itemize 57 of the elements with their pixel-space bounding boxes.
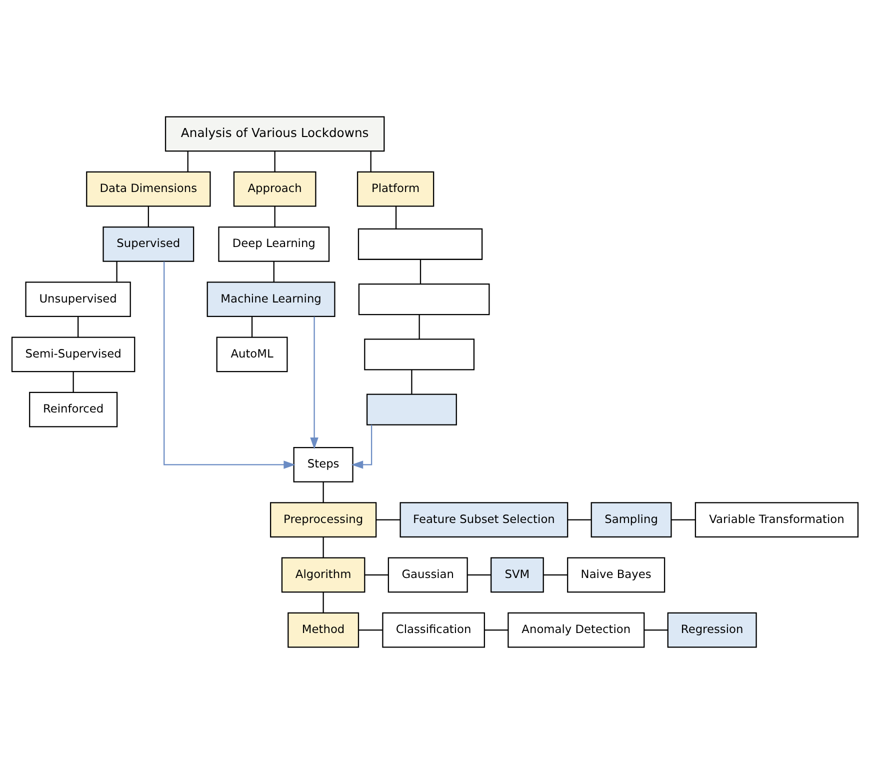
node-box: Feature Subset Selection xyxy=(400,502,568,538)
node-box: Approach xyxy=(233,171,316,207)
node-box: Supervised xyxy=(102,226,194,262)
node-box: AutoML xyxy=(216,336,288,372)
connector xyxy=(72,372,74,392)
connector xyxy=(251,316,253,338)
connector xyxy=(395,206,397,229)
connector xyxy=(274,206,276,227)
node-box xyxy=(366,394,457,426)
node-box: Anomaly Detection xyxy=(508,612,645,648)
node-box: Steps xyxy=(293,447,354,482)
connector xyxy=(273,261,274,282)
connector xyxy=(543,574,568,576)
node-box: Data Dimensions xyxy=(86,171,211,207)
connector xyxy=(358,630,383,631)
connector xyxy=(484,630,508,631)
node-box: Algorithm xyxy=(281,557,366,593)
node-box xyxy=(364,338,475,370)
node-box: Deep Learning xyxy=(218,226,330,262)
connector xyxy=(78,316,79,338)
node-box: Machine Learning xyxy=(206,282,336,317)
node-box: Semi-Supervised xyxy=(11,336,136,372)
connector xyxy=(187,151,188,172)
node-box: Method xyxy=(288,612,360,648)
node-box: SVM xyxy=(490,557,544,593)
connector xyxy=(322,592,324,613)
node-box: Unsupervised xyxy=(25,282,131,317)
connector xyxy=(370,151,372,172)
connector xyxy=(411,370,412,394)
node-box: Reinforced xyxy=(29,392,118,428)
connector xyxy=(376,519,400,520)
node-box: Regression xyxy=(667,612,757,648)
node-box: Naive Bayes xyxy=(567,557,666,593)
connector xyxy=(467,574,492,576)
connector xyxy=(274,151,276,172)
node-box: Variable Transformation xyxy=(694,502,859,538)
connector xyxy=(671,519,696,520)
connector xyxy=(116,261,118,282)
connector xyxy=(420,260,422,284)
connector xyxy=(148,206,149,227)
connector xyxy=(644,630,668,631)
node-box xyxy=(358,228,483,260)
node-box: Preprocessing xyxy=(270,502,377,538)
arrow xyxy=(351,424,372,469)
node-box: Sampling xyxy=(590,502,672,538)
node-box xyxy=(358,284,490,316)
arrow xyxy=(164,261,296,469)
node-box: Platform xyxy=(356,171,434,207)
node-box: Analysis of Various Lockdowns xyxy=(164,116,385,152)
node-box: Gaussian xyxy=(388,557,468,593)
node-box: Classification xyxy=(382,612,485,648)
connector xyxy=(418,314,420,340)
connector xyxy=(322,482,324,502)
connector xyxy=(322,536,324,558)
connector xyxy=(568,519,592,520)
connector xyxy=(364,574,388,576)
arrow xyxy=(310,316,318,450)
